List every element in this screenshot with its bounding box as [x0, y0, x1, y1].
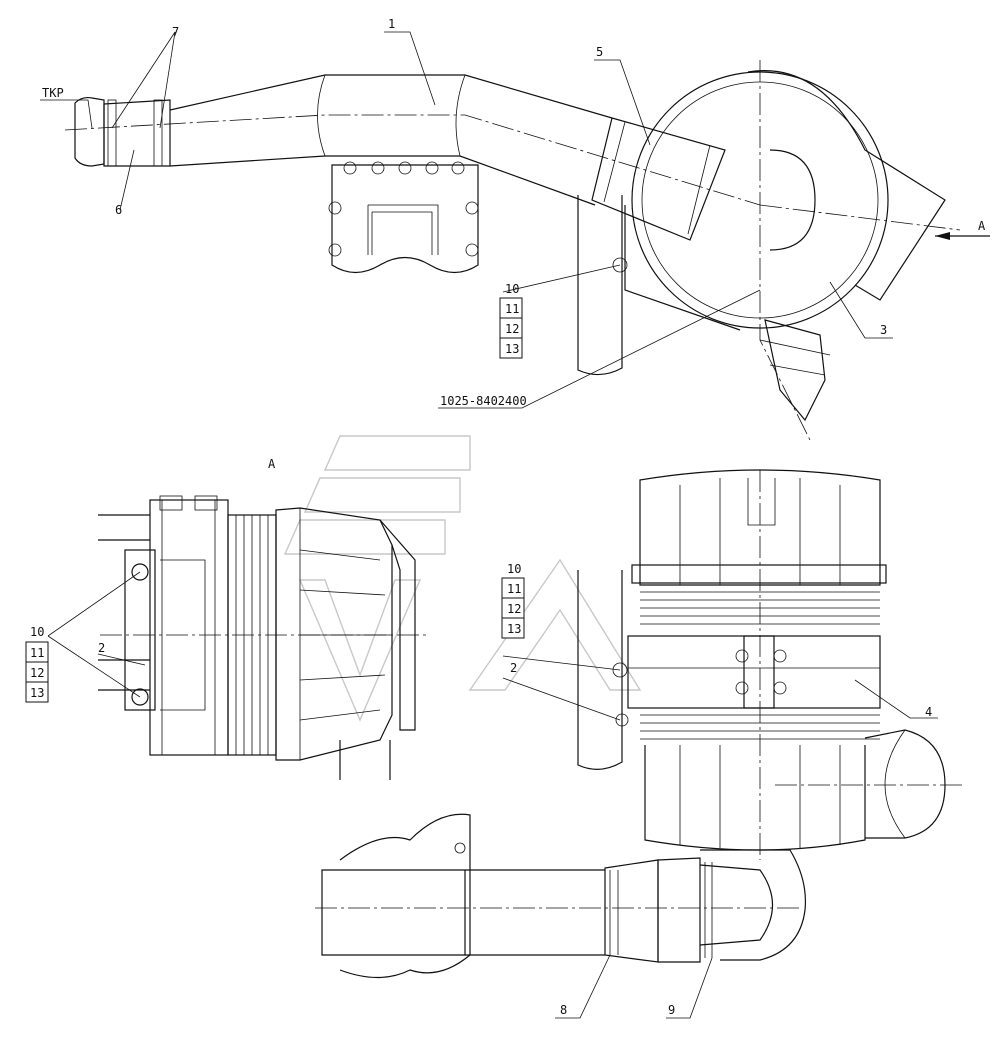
- callout-9: 9: [668, 1003, 675, 1017]
- fastener-stack-left: 10 11 12 13: [25, 625, 49, 703]
- callout-2-right: 2: [510, 661, 517, 675]
- svg-text:11: 11: [507, 582, 521, 596]
- svg-text:12: 12: [505, 322, 519, 336]
- support-post-top: [577, 195, 628, 376]
- air-cleaner-top-view: [624, 60, 990, 441]
- bracket-top: [328, 161, 479, 274]
- view-label-left: A: [268, 457, 276, 471]
- svg-text:10: 10: [505, 282, 519, 296]
- air-cleaner-view-a: [98, 495, 430, 780]
- callout-6: 6: [115, 203, 122, 217]
- callout-1: 1: [388, 17, 395, 31]
- svg-text:11: 11: [505, 302, 519, 316]
- callout-tkr: ТКР: [42, 86, 64, 100]
- fastener-stack-top: 10 11 12 13: [499, 282, 523, 359]
- callout-part-number: 1025-8402400: [440, 394, 527, 408]
- callout-4: 4: [925, 705, 932, 719]
- intake-pipe-assembly: [64, 74, 761, 241]
- svg-text:13: 13: [507, 622, 521, 636]
- view-label-top: A: [978, 219, 986, 233]
- callout-2-left: 2: [98, 641, 105, 655]
- svg-text:13: 13: [30, 686, 44, 700]
- air-cleaner-side-view: [315, 469, 965, 979]
- watermark: [283, 435, 642, 722]
- leader-lines: [40, 31, 938, 1019]
- svg-text:11: 11: [30, 646, 44, 660]
- svg-text:12: 12: [30, 666, 44, 680]
- callout-labels: 7 ТКР 6 1 5 3 1025-8402400 A A 2 2 4 8 9: [42, 17, 986, 1017]
- svg-text:10: 10: [30, 625, 44, 639]
- svg-text:13: 13: [505, 342, 519, 356]
- callout-3: 3: [880, 323, 887, 337]
- fastener-stack-mid: 10 11 12 13: [501, 562, 525, 639]
- callout-5: 5: [596, 45, 603, 59]
- svg-text:12: 12: [507, 602, 521, 616]
- callout-8: 8: [560, 1003, 567, 1017]
- callout-7: 7: [172, 25, 179, 39]
- svg-text:10: 10: [507, 562, 521, 576]
